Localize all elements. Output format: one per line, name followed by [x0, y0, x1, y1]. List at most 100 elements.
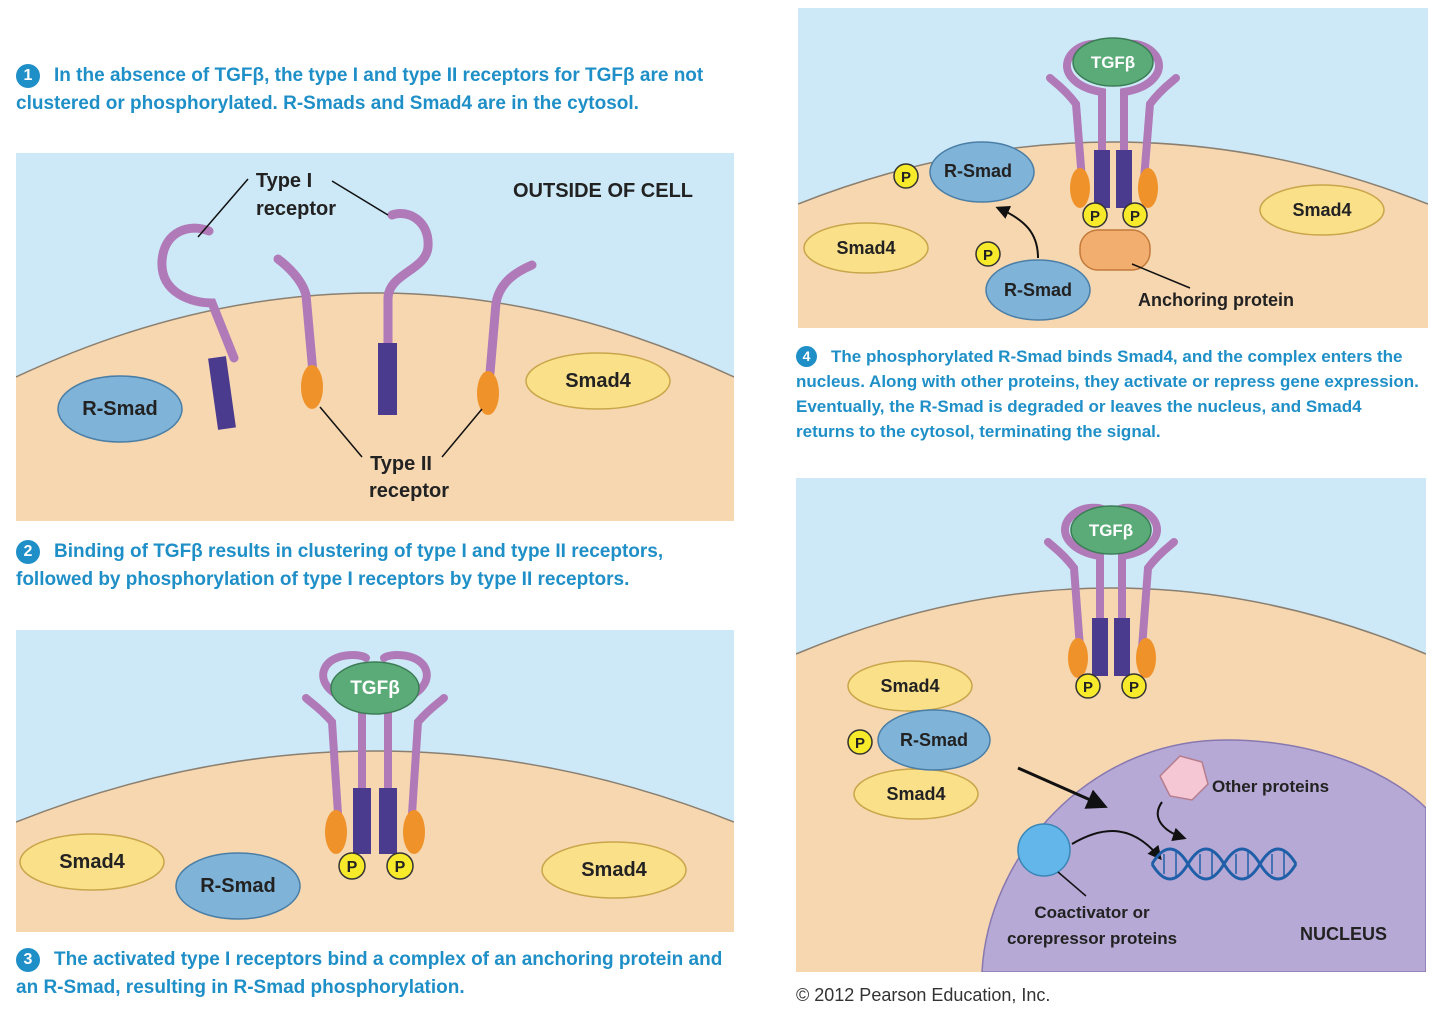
smad4-label-left: Smad4	[59, 851, 125, 873]
type-i-kinase-right	[1116, 150, 1132, 208]
coactivator-label-line2: corepressor proteins	[1007, 929, 1177, 948]
type-ii-knob-right	[403, 810, 425, 854]
smad4-label-bottom: Smad4	[886, 784, 945, 804]
dna-helix-icon	[1150, 847, 1298, 881]
type-i-kinase-left	[1092, 618, 1108, 676]
tgfb-ligand	[1072, 37, 1154, 87]
anchoring-protein-label: Anchoring protein	[1138, 290, 1294, 310]
plasma-membrane	[16, 292, 734, 378]
cytosol-region	[16, 293, 734, 521]
type-ii-receptor-left	[302, 694, 342, 818]
step-number-badge: 3	[16, 948, 40, 972]
type-i-pointer-2	[331, 180, 389, 216]
r-smad-protein	[877, 709, 991, 771]
phosphorylation-arrow	[995, 205, 1039, 259]
anchoring-protein	[1079, 229, 1151, 271]
coactivator-pointer	[1057, 871, 1087, 897]
type-i-pointer-1	[197, 178, 249, 238]
nucleus-label: NUCLEUS	[1300, 924, 1387, 944]
type-i-label-line1: Type I	[256, 170, 312, 192]
r-smad-protein	[57, 375, 183, 443]
r-smad-label: R-Smad	[82, 398, 158, 420]
phosphate-left	[338, 852, 366, 880]
tgfb-label: TGFβ	[1091, 53, 1135, 72]
phosphate-left	[1082, 202, 1108, 228]
phosphate-label-right: P	[1130, 208, 1140, 225]
panel-1-unbound-receptors: OUTSIDE OF CELL Type I receptor Type II …	[16, 153, 734, 521]
phosphate-label-left: P	[1083, 679, 1093, 696]
phosphate-on-r-smad	[847, 729, 873, 755]
other-protein-hexagon	[1159, 755, 1209, 801]
step-text: In the absence of TGFβ, the type I and t…	[16, 65, 704, 114]
r-smad-protein	[175, 852, 301, 920]
phosphate-incoming	[975, 241, 1001, 267]
type-ii-knob-right	[1138, 168, 1158, 208]
type-ii-receptor-right	[408, 694, 448, 818]
phosphate-left	[1075, 673, 1101, 699]
smad4-protein-right	[541, 841, 687, 899]
type-ii-knob-left	[1068, 638, 1088, 678]
phosphate-on-r-smad	[893, 163, 919, 189]
type-i-kinase-domain-2	[378, 343, 397, 415]
type-ii-receptor-left	[1044, 538, 1084, 652]
copyright-notice: © 2012 Pearson Education, Inc.	[796, 985, 1051, 1005]
panel-4-nuclear-signaling: NUCLEUS TGFβ P P Smad4 Smad4 R-Smad P Ot…	[796, 478, 1426, 972]
panel-2-clustered-receptors: TGFβ P P Smad4 R-Smad Smad4	[16, 630, 734, 932]
tgfb-ligand	[330, 661, 420, 715]
step-text: Binding of TGFβ results in clustering of…	[16, 541, 664, 590]
r-smad-label-top: R-Smad	[944, 161, 1012, 181]
type-ii-receptor-2	[485, 260, 537, 378]
r-smad-label: R-Smad	[900, 730, 968, 750]
type-ii-label-line1: Type II	[370, 453, 432, 475]
smad4-protein-top	[847, 660, 973, 712]
smad4-label-top: Smad4	[880, 676, 939, 696]
outside-of-cell-label: OUTSIDE OF CELL	[513, 180, 693, 202]
coactivator-label-line1: Coactivator or	[1034, 903, 1150, 922]
type-i-kinase-left	[1094, 150, 1110, 208]
smad4-label-left: Smad4	[836, 238, 895, 258]
type-i-kinase-domain-1	[208, 356, 236, 430]
type-ii-receptor-left	[1046, 74, 1086, 184]
phosphate-label-right: P	[1129, 679, 1139, 696]
tgfb-ligand	[1070, 505, 1152, 555]
step-number-badge: 1	[16, 64, 40, 88]
panel-3-r-smad-phosphorylation: TGFβ P P Anchoring protein R-Smad P R-Sm…	[798, 8, 1428, 328]
nuclear-entry-arrow	[1017, 766, 1108, 809]
type-ii-knob-1	[301, 365, 323, 409]
plasma-membrane	[16, 750, 734, 823]
r-smad-label-bottom: R-Smad	[1004, 280, 1072, 300]
phosphate-label-on-r-smad: P	[901, 169, 911, 186]
r-smad-protein-phosphorylated	[929, 141, 1035, 203]
phosphate-right	[386, 852, 414, 880]
type-ii-receptor-right	[1138, 538, 1178, 652]
type-ii-label-line2: receptor	[369, 480, 449, 502]
type-ii-knob-left	[1070, 168, 1090, 208]
type-ii-receptor-right	[1140, 74, 1180, 184]
step-number-badge: 4	[796, 346, 817, 367]
type-ii-knob-2	[477, 371, 499, 415]
smad4-label-right: Smad4	[1292, 200, 1351, 220]
type-i-receptor-2	[383, 209, 433, 350]
coactivator-arrow	[1071, 830, 1162, 861]
anchoring-protein-pointer	[1131, 263, 1191, 289]
other-protein-arrow	[1156, 801, 1187, 842]
smad4-label-right: Smad4	[581, 859, 647, 881]
smad4-protein-left	[803, 222, 929, 274]
type-i-kinase-right	[379, 788, 397, 854]
plasma-membrane	[798, 141, 1428, 205]
smad4-protein-right	[1259, 184, 1385, 236]
smad4-protein-left	[19, 833, 165, 891]
step-text: The activated type I receptors bind a co…	[16, 949, 723, 998]
r-smad-protein-unphosphorylated	[985, 259, 1091, 321]
type-i-receptor-1	[157, 223, 239, 363]
tgfb-label: TGFβ	[350, 678, 400, 699]
type-ii-pointer-2	[441, 408, 483, 458]
r-smad-label: R-Smad	[200, 875, 276, 897]
plasma-membrane	[796, 587, 1426, 655]
smad4-label: Smad4	[565, 370, 631, 392]
type-ii-knob-left	[325, 810, 347, 854]
phosphate-label-left: P	[347, 859, 358, 876]
